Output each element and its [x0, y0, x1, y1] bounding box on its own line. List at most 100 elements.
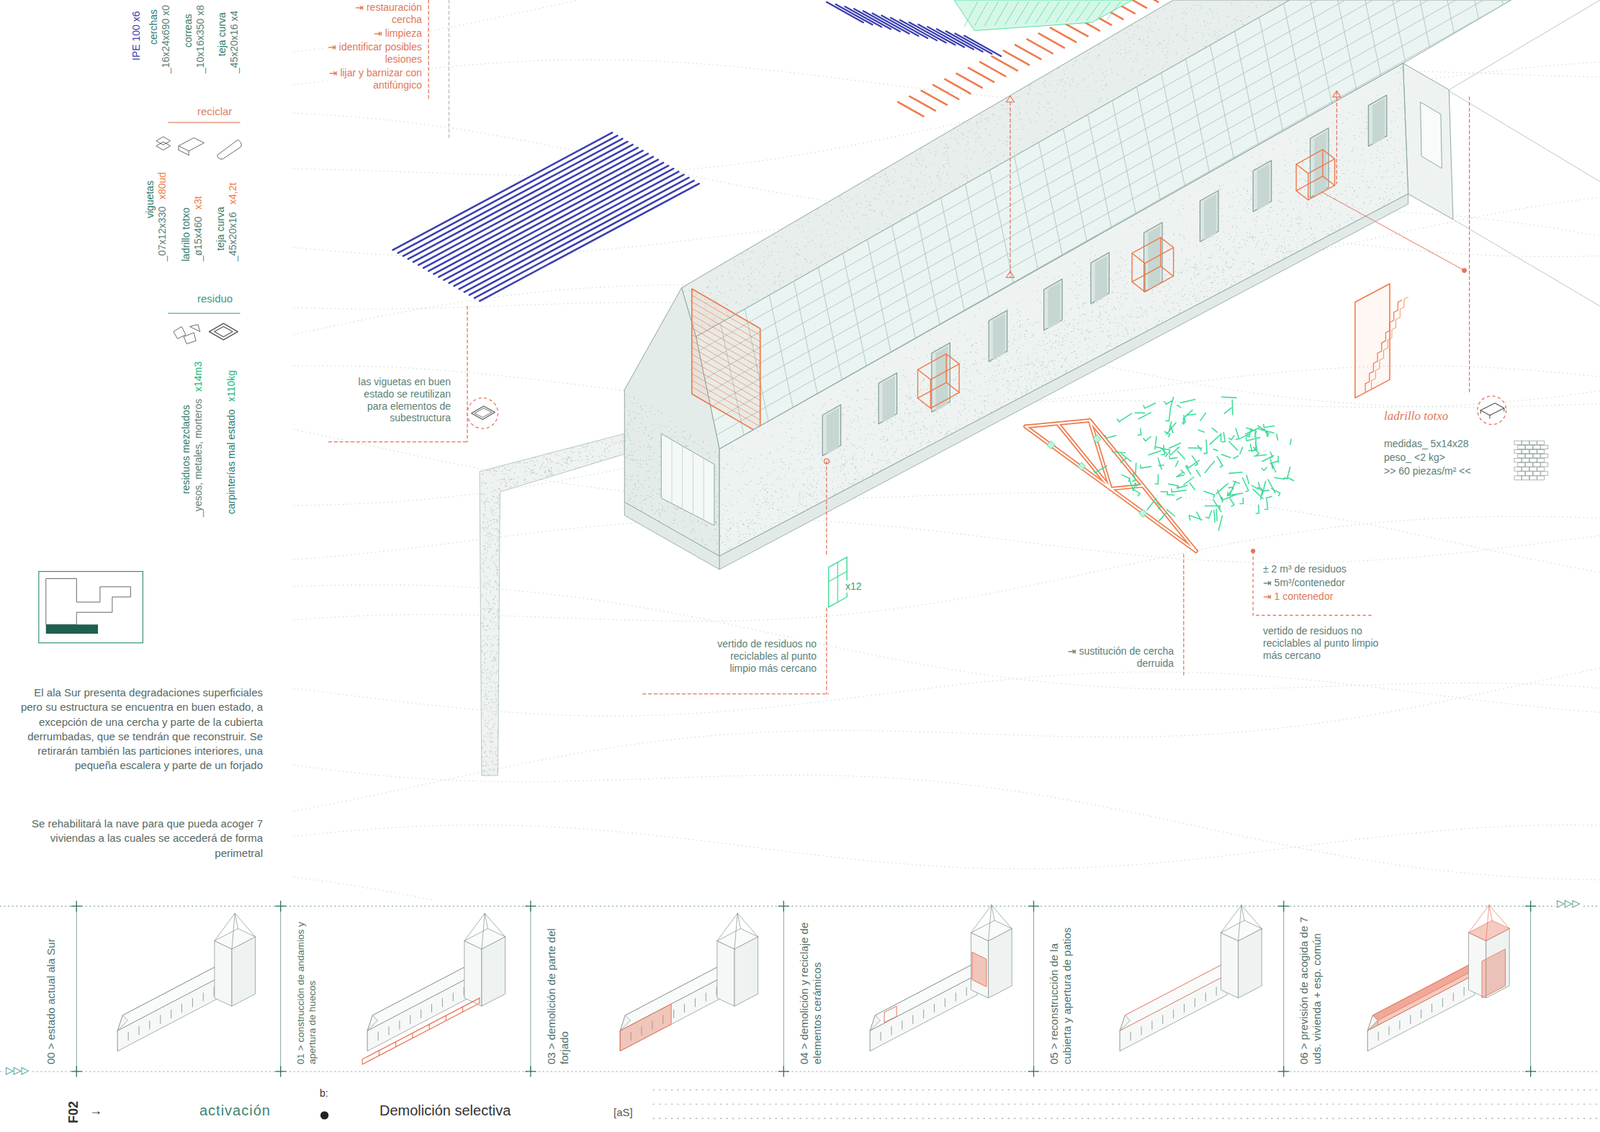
window-glass [1095, 255, 1108, 303]
sketch-window [923, 1009, 924, 1018]
brick-course [691, 380, 761, 420]
sketch-roof [1367, 959, 1480, 1031]
crosshair [1283, 900, 1284, 911]
window [1044, 279, 1063, 331]
window [878, 372, 898, 425]
material-name: residuos mezclados [180, 403, 193, 496]
leader-line [1009, 102, 1011, 278]
hatch-line [1025, 2, 1039, 24]
brick-wall-icon [1533, 445, 1541, 449]
material-title: ladrillo totxo [1382, 409, 1450, 424]
brick-wall-icon [1529, 467, 1537, 471]
dimension: _16x24x690 x0 [159, 3, 173, 75]
material-icon [190, 324, 201, 332]
demolition-box [1296, 149, 1323, 191]
brick-wall-icon [1514, 440, 1522, 445]
steel-joist [872, 12, 910, 34]
brick-wall-icon [1540, 445, 1549, 449]
step-panel: 01 > construcción de andamios y apertura… [280, 905, 531, 1072]
sketch-window [452, 992, 454, 1001]
end-wall [1403, 63, 1454, 220]
grid-line [804, 200, 847, 403]
leader-line [825, 461, 827, 555]
sketch-window [1141, 1026, 1143, 1035]
sketch-window [716, 987, 718, 996]
brick-wall-icon [1517, 453, 1526, 458]
sketch-tower [717, 941, 735, 1007]
timber-purlin [1039, 33, 1065, 48]
brick-course [691, 367, 761, 407]
grid-line [1416, 0, 1459, 56]
window-glass [1047, 282, 1060, 330]
timber-purlin [1026, 38, 1053, 54]
brick-wall-icon [1537, 440, 1545, 445]
sketch-window [181, 1003, 183, 1012]
sketch-tower-roof [1238, 905, 1242, 942]
grid-line [1245, 0, 1288, 152]
strip-rule [0, 1070, 1600, 1072]
grid-line [1098, 33, 1141, 236]
sketch-window [378, 1031, 379, 1040]
steel-joist [918, 24, 955, 45]
grid-line [703, 457, 705, 520]
crosshair [529, 900, 531, 911]
grid-line [926, 130, 970, 333]
leader-line [1336, 92, 1338, 185]
material-name: cerchas [147, 7, 160, 47]
timber-purlin [1015, 44, 1041, 60]
sketch-window [901, 1021, 903, 1029]
brick-wall-icon [1537, 458, 1545, 463]
hatch-line [1035, 2, 1049, 24]
steel-joist [474, 180, 695, 299]
sketch-window [1194, 998, 1196, 1007]
contour-line [290, 875, 1600, 900]
steel-joist [459, 171, 680, 289]
sketch-scaffold [462, 1006, 464, 1012]
leader-dot [823, 458, 829, 464]
leader-line [448, 0, 450, 138]
brick-panel [691, 288, 761, 434]
sketch-scaffold [395, 1041, 397, 1047]
brick-course [691, 354, 761, 394]
callout-note: vertido de residuos no reciclables al pu… [702, 637, 819, 674]
dimension: _10x16x350 x8 [194, 3, 207, 75]
brick-icon [1480, 403, 1505, 416]
waste-volume: ⇥ 5m³/contenedor [1261, 576, 1347, 590]
brick-wall-icon [1522, 467, 1530, 471]
sketch-extension [1481, 949, 1506, 999]
material-icon [209, 323, 239, 340]
hatch-line [1076, 2, 1090, 21]
steel-joist [909, 22, 947, 43]
gusset-plate [1046, 440, 1055, 449]
timber-purlin [956, 73, 983, 88]
steel-joist [900, 20, 937, 41]
arrow-glyph: → [87, 1103, 104, 1119]
sketch-window [880, 1031, 882, 1040]
material-spec: >> 60 piezas/m² << [1382, 465, 1473, 478]
hatch-line [1015, 2, 1029, 24]
demolition-box-edge [1160, 266, 1174, 277]
panel-divider [1033, 905, 1035, 1072]
sketch-tower [1221, 932, 1239, 999]
brick-course [691, 360, 761, 401]
brick-wall-icon [1525, 463, 1534, 467]
steel-joist [854, 8, 891, 29]
front-wall [719, 63, 1409, 556]
leader-line [466, 306, 468, 442]
sketch-window [684, 1003, 685, 1012]
sketch-roof [1119, 959, 1233, 1031]
dimension: _07x12x330 [156, 205, 169, 263]
steel-joist [836, 4, 873, 25]
sheet-title: Demolición selectiva [378, 1101, 512, 1119]
step-sketch [1119, 905, 1262, 1052]
sketch-tower-roof [734, 913, 738, 950]
steel-joist [890, 18, 928, 39]
crosshair [1530, 900, 1531, 911]
grid-line [1024, 74, 1068, 278]
sketch-window [420, 1009, 422, 1018]
steel-joist [464, 174, 685, 293]
steel-joist [469, 177, 690, 296]
sketch-tower-roof [1221, 905, 1242, 933]
door-icon [837, 562, 839, 602]
